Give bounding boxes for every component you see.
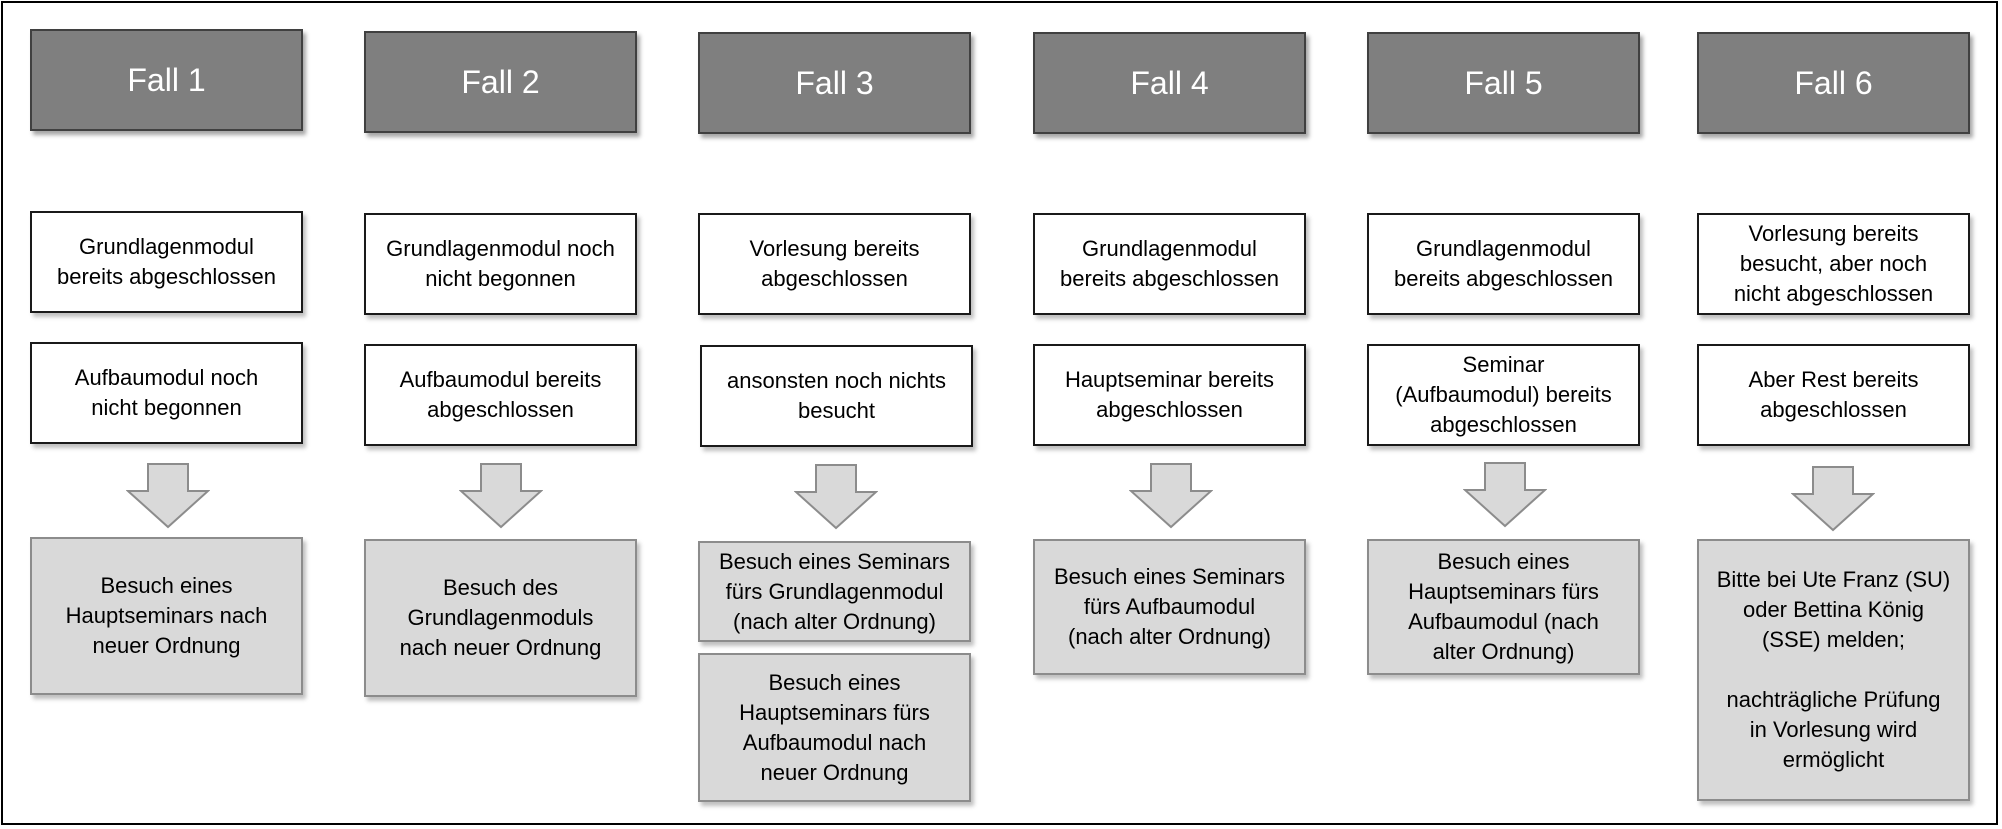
case-4-result-1-text: Besuch eines Seminars fürs Aufbaumodul (… (1053, 564, 1286, 649)
case-2-condition-2: Aufbaumodul bereits abgeschlossen (364, 344, 637, 446)
case-3-result-1: Besuch eines Seminars fürs Grundlagenmod… (698, 541, 971, 642)
case-1-header: Fall 1 (30, 29, 303, 131)
case-4-condition-2: Hauptseminar bereits abgeschlossen (1033, 344, 1306, 446)
down-arrow-icon (1791, 466, 1875, 532)
case-5-condition-2: Seminar (Aufbaumodul) bereits abgeschlos… (1367, 344, 1640, 446)
case-2-result-1: Besuch des Grundlagenmoduls nach neuer O… (364, 539, 637, 697)
case-6-condition-1: Vorlesung bereits besucht, aber noch nic… (1697, 213, 1970, 315)
case-3-result-1-text: Besuch eines Seminars fürs Grundlagenmod… (718, 548, 951, 634)
case-5-result-1-text: Besuch eines Hauptseminars fürs Aufbaumo… (1408, 549, 1599, 664)
case-3-condition-1-text: Vorlesung bereits abgeschlossen (749, 236, 920, 291)
case-1-condition-1: Grundlagenmodul bereits abgeschlossen (30, 211, 303, 313)
case-3-title: Fall 3 (795, 64, 874, 101)
case-2-header: Fall 2 (364, 31, 637, 133)
case-1-condition-2-text: Aufbaumodul noch nicht begonnen (74, 365, 259, 420)
case-4-condition-1: Grundlagenmodul bereits abgeschlossen (1033, 213, 1306, 315)
case-3-condition-2: ansonsten noch nichts besucht (700, 345, 973, 447)
case-3-header: Fall 3 (698, 32, 971, 134)
case-5-result-1: Besuch eines Hauptseminars fürs Aufbaumo… (1367, 539, 1640, 675)
case-3-condition-1: Vorlesung bereits abgeschlossen (698, 213, 971, 315)
case-1-result-1-text: Besuch eines Hauptseminars nach neuer Or… (65, 573, 268, 658)
case-4-result-1: Besuch eines Seminars fürs Aufbaumodul (… (1033, 539, 1306, 675)
case-5-header: Fall 5 (1367, 32, 1640, 134)
case-2-condition-1-text: Grundlagenmodul noch nicht begonnen (386, 236, 615, 291)
case-4-condition-1-text: Grundlagenmodul bereits abgeschlossen (1060, 236, 1279, 291)
case-2-result-1-text: Besuch des Grundlagenmoduls nach neuer O… (399, 575, 602, 660)
down-arrow-icon (1129, 463, 1213, 529)
down-arrow-icon (459, 463, 543, 529)
case-3-condition-2-text: ansonsten noch nichts besucht (727, 368, 946, 423)
case-4-header: Fall 4 (1033, 32, 1306, 134)
case-6-title: Fall 6 (1794, 64, 1873, 101)
case-3-result-2: Besuch eines Hauptseminars fürs Aufbaumo… (698, 653, 971, 802)
case-6-result-1: Bitte bei Ute Franz (SU) oder Bettina Kö… (1697, 539, 1970, 801)
down-arrow-icon (126, 463, 210, 529)
case-6-condition-1-text: Vorlesung bereits besucht, aber noch nic… (1733, 221, 1934, 306)
down-arrow-icon (794, 464, 878, 530)
case-5-condition-1: Grundlagenmodul bereits abgeschlossen (1367, 213, 1640, 315)
case-6-condition-2: Aber Rest bereits abgeschlossen (1697, 344, 1970, 446)
case-6-header: Fall 6 (1697, 32, 1970, 134)
case-3-result-2-text: Besuch eines Hauptseminars fürs Aufbaumo… (739, 669, 930, 785)
case-6-result-1-text: Bitte bei Ute Franz (SU) oder Bettina Kö… (1716, 567, 1951, 772)
case-5-condition-1-text: Grundlagenmodul bereits abgeschlossen (1394, 236, 1613, 291)
case-1-condition-2: Aufbaumodul noch nicht begonnen (30, 342, 303, 444)
case-1-result-1: Besuch eines Hauptseminars nach neuer Or… (30, 537, 303, 695)
case-5-condition-2-text: Seminar (Aufbaumodul) bereits abgeschlos… (1395, 352, 1612, 437)
case-2-title: Fall 2 (461, 63, 540, 100)
case-1-title: Fall 1 (127, 61, 206, 98)
case-2-condition-1: Grundlagenmodul noch nicht begonnen (364, 213, 637, 315)
case-4-condition-2-text: Hauptseminar bereits abgeschlossen (1064, 367, 1275, 422)
case-6-condition-2-text: Aber Rest bereits abgeschlossen (1748, 367, 1919, 422)
case-2-condition-2-text: Aufbaumodul bereits abgeschlossen (399, 367, 602, 422)
case-4-title: Fall 4 (1130, 64, 1209, 101)
down-arrow-icon (1463, 462, 1547, 528)
case-1-condition-1-text: Grundlagenmodul bereits abgeschlossen (57, 234, 276, 289)
case-5-title: Fall 5 (1464, 64, 1543, 101)
